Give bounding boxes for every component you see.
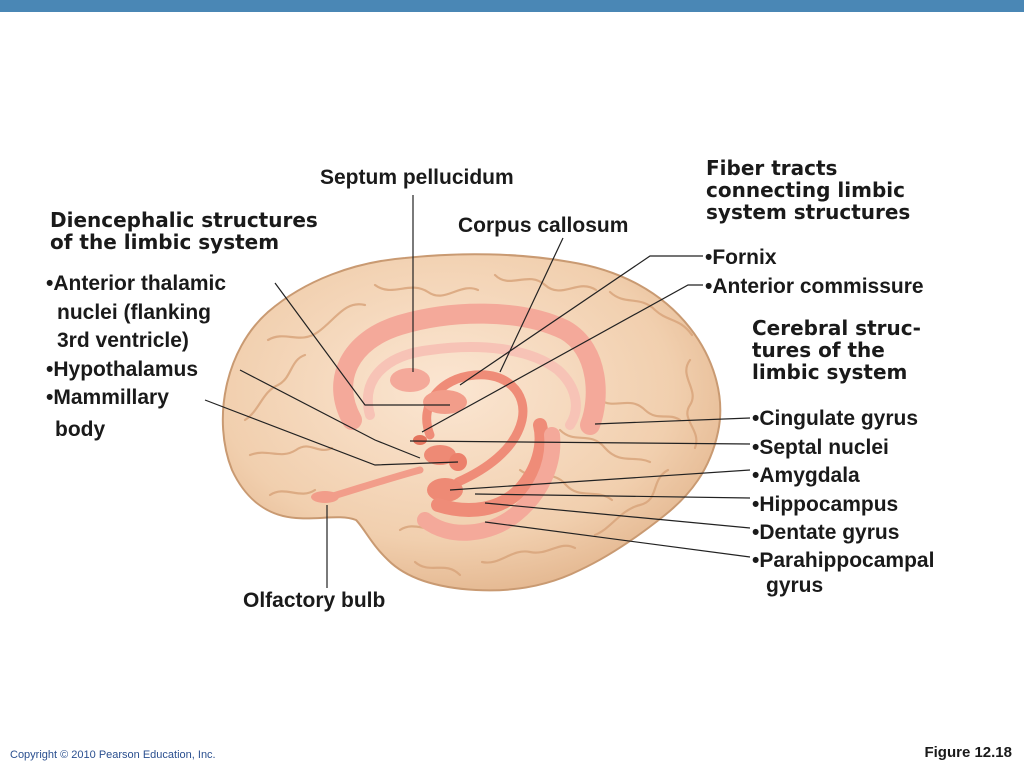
list-item: body — [55, 417, 106, 441]
label-olfactory-bulb: Olfactory bulb — [243, 589, 386, 612]
diencephalic-heading-line: of the limbic system — [50, 230, 280, 254]
copyright-notice: Copyright © 2010 Pearson Education, Inc. — [10, 749, 216, 761]
anterior-commissure — [413, 435, 427, 445]
list-item: •Hypothalamus — [46, 357, 199, 381]
list-item: •Anterior commissure — [705, 274, 924, 298]
cingulate-gyrus — [333, 303, 606, 435]
leader-hippocampus — [474, 493, 751, 499]
olfactory-bulb-shape — [311, 491, 339, 503]
fiber-heading-line: Fiber tracts — [706, 156, 838, 180]
hippocampus — [431, 418, 549, 517]
anterior-thalamic-nuclei — [423, 390, 467, 414]
list-item: •Septal nuclei — [752, 435, 889, 459]
leader-hypothalamus — [239, 369, 421, 459]
leader-dentate — [484, 502, 751, 529]
fiber-tracts-list: •Fornix •Anterior commissure — [705, 244, 924, 301]
label-corpus-callosum: Corpus callosum — [458, 214, 629, 237]
list-item: •Fornix — [705, 246, 777, 269]
brain-hemisphere — [221, 253, 722, 592]
diencephalic-heading-line: Diencephalic structures — [50, 208, 318, 232]
olfactory-tract — [326, 466, 424, 501]
hypothalamus — [424, 445, 456, 465]
list-item: •Hippocampus — [752, 492, 899, 516]
fiber-tracts-heading: Fiber tracts connecting limbic system st… — [706, 157, 910, 223]
list-item: 3rd ventricle) — [57, 329, 189, 352]
leader-corpus — [499, 237, 564, 373]
top-accent-bar — [0, 0, 1024, 12]
list-item: •Parahippocampal — [752, 548, 935, 572]
cerebral-heading-line: limbic system — [752, 360, 908, 384]
list-item: •Dentate gyrus — [752, 521, 900, 544]
fiber-heading-line: system structures — [706, 200, 911, 224]
figure-number: Figure 12.18 — [924, 744, 1012, 761]
diencephalic-heading: Diencephalic structures of the limbic sy… — [50, 209, 318, 253]
leader-lines — [204, 195, 751, 588]
parahippocampal-gyrus — [417, 427, 561, 541]
list-item: •Anterior thalamic — [46, 272, 227, 295]
leader-amygdala — [449, 469, 751, 491]
list-item: gyrus — [766, 573, 824, 597]
diencephalic-list: •Anterior thalamic nuclei (flanking 3rd … — [46, 270, 226, 444]
cerebral-heading: Cerebral struc- tures of the limbic syst… — [752, 317, 921, 383]
leader-parahippocampal — [484, 521, 751, 558]
leader-septal — [409, 440, 751, 445]
cerebral-heading-line: tures of the — [752, 338, 885, 362]
leader-anterior-thalamic — [274, 282, 450, 406]
list-item: •Mammillary — [46, 386, 169, 409]
corpus-callosum — [362, 342, 581, 430]
list-item: •Amygdala — [752, 464, 860, 487]
leader-fornix — [459, 255, 703, 386]
list-item: nuclei (flanking — [57, 300, 212, 324]
cerebral-list: •Cingulate gyrus •Septal nuclei •Amygdal… — [752, 405, 934, 598]
list-item: •Cingulate gyrus — [752, 407, 919, 430]
fiber-heading-line: connecting limbic — [706, 178, 906, 202]
leader-mammillary — [204, 399, 459, 466]
septum-pellucidum — [390, 368, 430, 392]
leader-commissure — [421, 284, 703, 433]
limbic-structures — [311, 303, 606, 541]
cerebral-heading-line: Cerebral struc- — [752, 316, 921, 340]
label-septum-pellucidum: Septum pellucidum — [320, 166, 514, 189]
leader-cingulate — [594, 417, 751, 425]
amygdala — [427, 478, 463, 502]
